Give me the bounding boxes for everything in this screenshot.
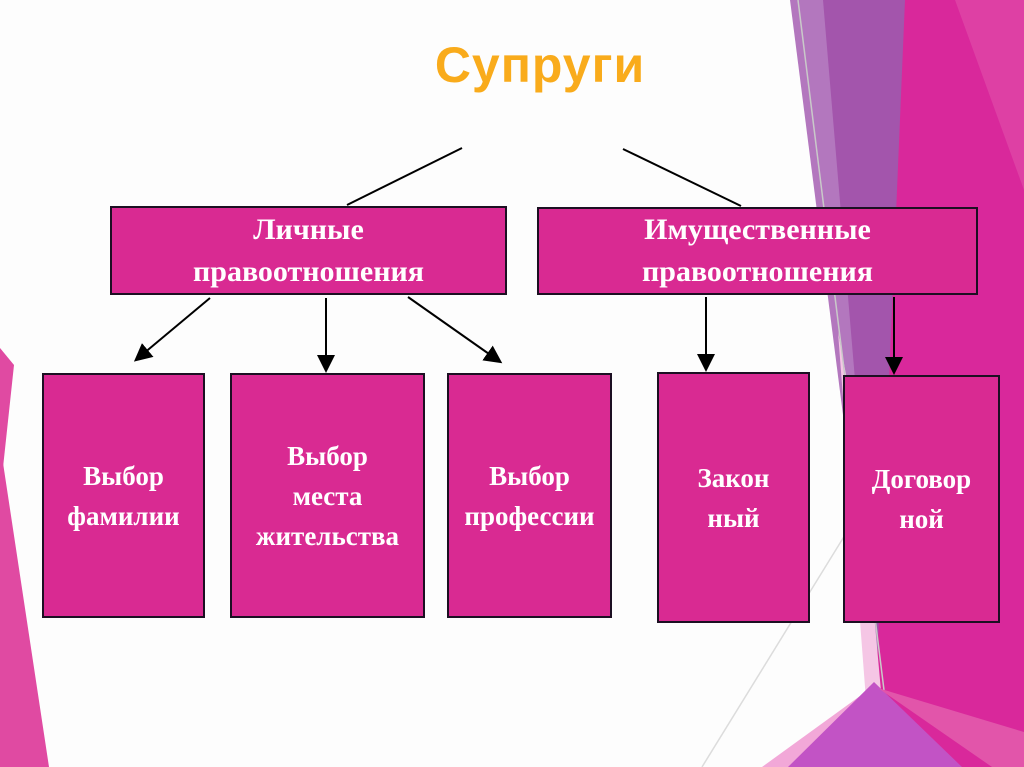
decor-left-wedge-bottom xyxy=(0,443,49,767)
connector-title-to-personal xyxy=(346,147,463,206)
node-residence-choice: Выбор места жительства xyxy=(230,373,425,618)
node-surname-choice-label: Выбор фамилии xyxy=(67,460,180,531)
node-contract-regime: Договор ной xyxy=(843,375,1000,623)
connector-personal-to-profession xyxy=(407,296,503,364)
decor-pink-triangle xyxy=(762,688,871,767)
node-property-relations: Имущественные правоотношения xyxy=(537,207,978,295)
node-property-relations-label: Имущественные правоотношения xyxy=(641,213,874,288)
node-legal-regime: Закон ный xyxy=(657,372,810,623)
connector-title-to-property xyxy=(622,148,742,207)
node-personal-relations: Личные правоотношения xyxy=(110,206,507,295)
node-profession-choice-label: Выбор профессии xyxy=(464,460,595,531)
node-residence-choice-label: Выбор места жительства xyxy=(255,440,400,551)
decor-hairline-bottom xyxy=(701,521,854,767)
decor-left-wedge-top xyxy=(0,348,14,477)
node-personal-relations-label: Личные правоотношения xyxy=(192,212,425,288)
connector-personal-to-surname xyxy=(133,297,211,362)
decor-orchid-triangle xyxy=(788,682,962,767)
decor-purple-band xyxy=(823,0,912,700)
node-surname-choice: Выбор фамилии xyxy=(42,373,205,618)
decor-magenta-bottom-streak xyxy=(878,688,1024,767)
node-profession-choice: Выбор профессии xyxy=(447,373,612,618)
node-contract-regime-label: Договор ной xyxy=(871,464,972,534)
decor-magenta-streak xyxy=(955,0,1024,190)
slide-title: Супруги xyxy=(434,37,646,93)
node-legal-regime-label: Закон ный xyxy=(697,462,770,533)
